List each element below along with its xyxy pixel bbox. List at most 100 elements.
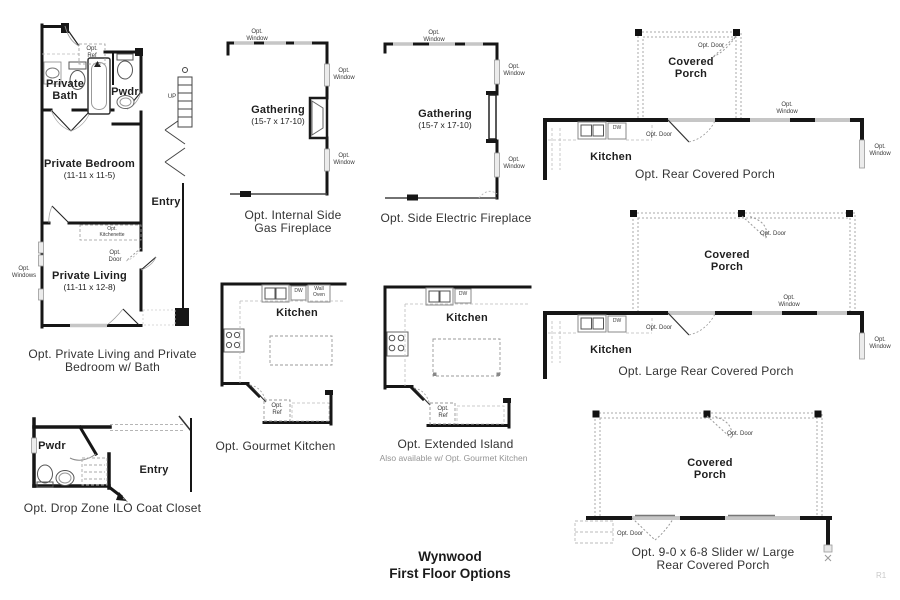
- wall-oven-box: [307, 284, 331, 303]
- dw-label: DW: [612, 125, 622, 131]
- wall-corner: [503, 398, 511, 403]
- dw-label: DW: [294, 288, 303, 294]
- gourmet-kitchen-drawing: [220, 282, 347, 426]
- opt-window-label: Opt. Window: [423, 30, 445, 43]
- dishwasher-box: [454, 288, 472, 304]
- door-leaf: [178, 415, 192, 432]
- caption-line2: Rear Covered Porch: [656, 558, 770, 573]
- covered-porch-label: Covered Porch: [668, 56, 714, 81]
- counter-outlines: [404, 303, 530, 425]
- room-dims: (11-11 x 11-5): [63, 170, 116, 181]
- opt-door-label: Opt. Door: [108, 250, 122, 263]
- plan-drop-zone: Pwdr Entry Opt. Drop Zone ILO Coat Close…: [24, 412, 203, 527]
- plan-large-porch: Covered Porch Opt. Door Opt. Door Opt. W…: [540, 205, 895, 385]
- wall-corner: [325, 390, 333, 395]
- opt-door-label: Opt. Door: [646, 325, 673, 331]
- up-label: UP: [167, 94, 177, 100]
- plan-caption: Opt. Rear Covered Porch: [635, 167, 775, 181]
- window-segment: [31, 437, 37, 454]
- kitchen-label: Kitchen: [590, 151, 632, 163]
- opt-ref-label: Opt. Ref: [86, 46, 98, 59]
- window-segments: [234, 41, 330, 172]
- caption-line1: Opt. Private Living and Private: [28, 347, 197, 361]
- toilet-tank: [68, 61, 87, 70]
- slider-porch-drawing: [574, 410, 833, 562]
- porch-door-swing: [741, 215, 768, 239]
- room-name: Private Living: [52, 270, 127, 282]
- porch-post: [814, 410, 822, 418]
- porch-post: [738, 210, 745, 217]
- window-segments: [668, 311, 865, 360]
- refrigerator-outline: [429, 402, 456, 425]
- porch-door-swing: [706, 415, 733, 439]
- covered-porch-label: Covered Porch: [687, 457, 733, 482]
- kitchen-label: Kitchen: [590, 344, 632, 356]
- plan-extended-island: Kitchen DW Opt. Ref Opt. Extended Island…: [378, 278, 538, 478]
- opt-door-label: Opt. Door: [760, 231, 787, 237]
- opt-door-label: Opt. Door: [617, 531, 644, 537]
- toilet-tank: [36, 481, 54, 488]
- door-swing: [478, 190, 498, 199]
- pwdr-label: Pwdr: [111, 86, 139, 98]
- plan-subcaption: Also available w/ Opt. Gourmet Kitchen: [379, 453, 528, 463]
- plan-caption: Opt. Internal Side Gas Fireplace: [208, 208, 378, 236]
- caption-line2: Bedroom w/ Bath: [64, 360, 161, 375]
- porch-post: [635, 29, 642, 36]
- caption-line1: Opt. Internal Side: [244, 208, 342, 222]
- porch-post: [733, 29, 740, 36]
- plan-gas-fireplace: Opt. Window Opt. Window Opt. Window Gath…: [226, 28, 358, 243]
- kitchen-label: Kitchen: [276, 307, 318, 319]
- room-dims: (11-11 x 12-8): [63, 282, 116, 293]
- dw-label: DW: [612, 318, 622, 324]
- tub-faucet-icon: [94, 61, 101, 67]
- opt-window-label: Opt. Window: [503, 64, 525, 77]
- appliances: [223, 284, 331, 353]
- window-segments: [38, 241, 107, 328]
- covered-porch-label: Covered Porch: [704, 249, 750, 274]
- toilet-icon: [37, 464, 53, 484]
- sheet-title: Wynwood First Floor Options: [350, 549, 550, 583]
- private-suite-drawing: [38, 23, 193, 329]
- opt-window-label: Opt. Window: [333, 153, 355, 166]
- dishwasher-box: [607, 122, 627, 140]
- door-swing: [249, 384, 267, 403]
- walls: [383, 285, 532, 429]
- opt-window-label: Opt. Window: [869, 337, 891, 350]
- wall-corner: [135, 48, 143, 56]
- island-corner: [433, 372, 437, 376]
- dishwasher-box: [290, 285, 307, 301]
- stairs-icon: [177, 67, 193, 128]
- room-dims: (15-7 x 17-10): [251, 116, 305, 127]
- bathtub-icon: [87, 57, 111, 115]
- toilet-tank: [116, 53, 134, 61]
- toilet-icon: [117, 60, 133, 80]
- kitchen-island-outline: [432, 338, 501, 377]
- title-line2: First Floor Options: [389, 565, 511, 581]
- walls: [543, 118, 864, 180]
- door-swing: [631, 517, 674, 541]
- caption-line1: Opt. 9-0 x 6-8 Slider w/ Large: [631, 545, 795, 559]
- opt-ref-label: Opt. Ref: [437, 406, 449, 419]
- plan-caption: Opt. Gourmet Kitchen: [215, 439, 336, 453]
- pwdr-label: Pwdr: [38, 440, 66, 452]
- wall-stub: [407, 194, 418, 201]
- opt-door-label: Opt. Door: [646, 132, 673, 138]
- opt-ref-label: Opt. Ref: [271, 403, 283, 416]
- appliances: [386, 287, 472, 357]
- kitchenette-outline: [79, 224, 142, 241]
- dw-label: DW: [458, 291, 468, 297]
- porch-outline: [637, 31, 742, 121]
- opt-window-label: Opt. Window: [333, 68, 355, 81]
- counter-outlines: [548, 125, 653, 170]
- corner-mark: R1: [876, 571, 887, 580]
- private-living-label: Private Living (11-11 x 12-8): [37, 270, 142, 293]
- private-bedroom-label: Private Bedroom (11-11 x 11-5): [37, 158, 142, 181]
- opt-window-label: Opt. Window: [503, 157, 525, 170]
- kitchen-fixtures: [577, 314, 627, 333]
- kitchen-fixtures: [577, 121, 627, 140]
- plan-caption: Opt. Large Rear Covered Porch: [618, 364, 794, 378]
- opt-door-label: Opt. Door: [727, 431, 754, 437]
- window-segments: [393, 42, 500, 178]
- sink-icon: [45, 67, 60, 79]
